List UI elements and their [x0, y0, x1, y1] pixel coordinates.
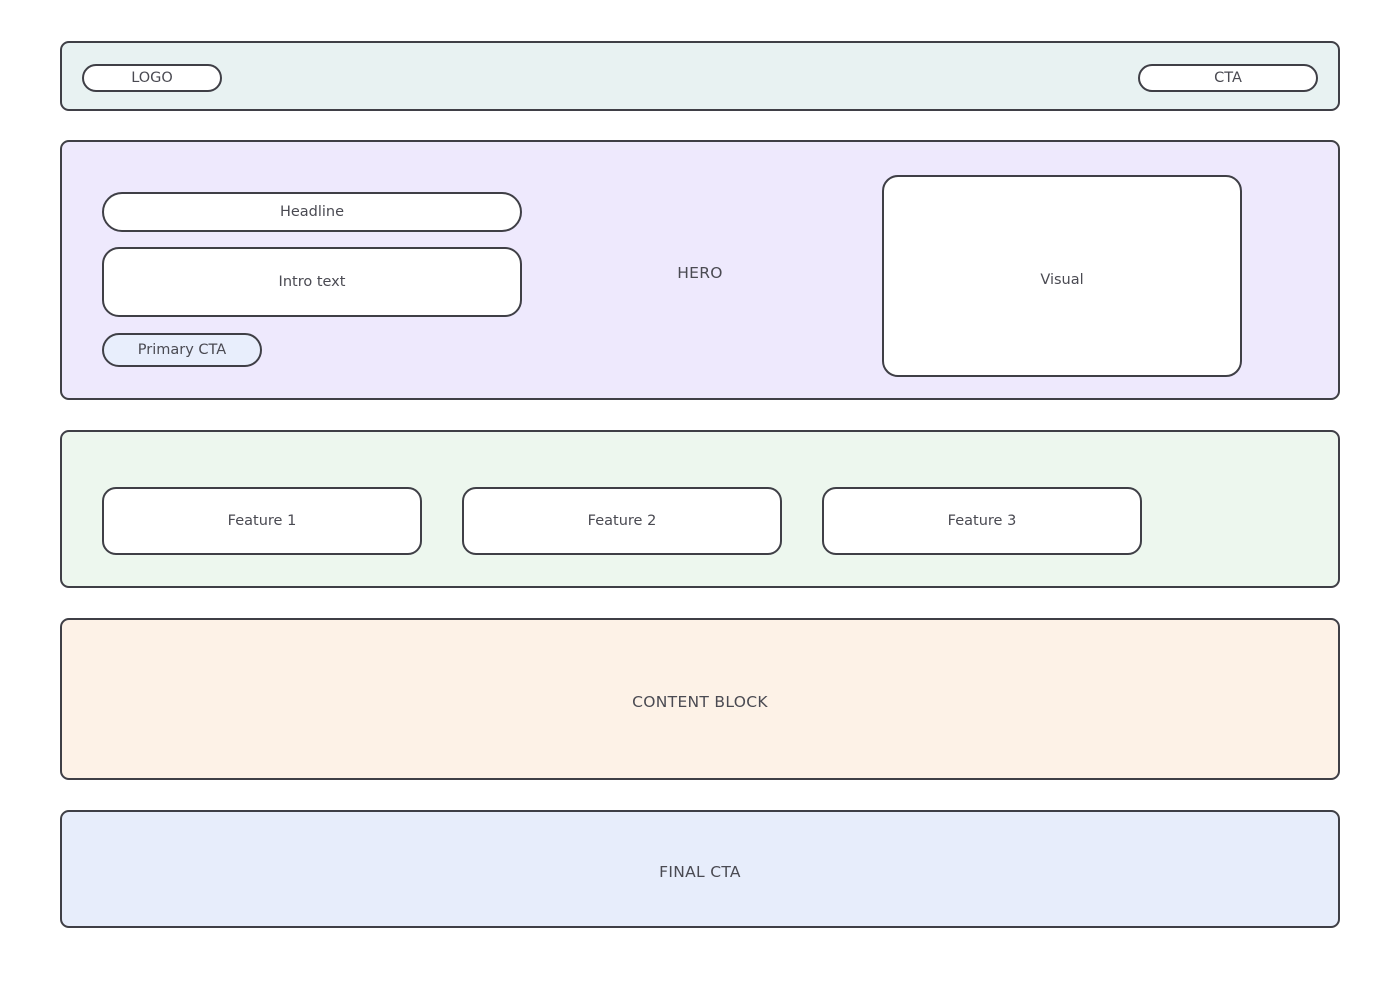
hero-intro-text-placeholder: Intro text: [102, 247, 522, 317]
header-section: LOGO CTA: [60, 41, 1340, 111]
features-section: Feature 1 Feature 2 Feature 3: [60, 430, 1340, 588]
header-cta-button[interactable]: CTA: [1138, 64, 1318, 92]
feature-card[interactable]: Feature 1: [102, 487, 422, 555]
content-block-section: CONTENT BLOCK: [60, 618, 1340, 780]
logo-placeholder[interactable]: LOGO: [82, 64, 222, 92]
feature-card[interactable]: Feature 3: [822, 487, 1142, 555]
feature-card[interactable]: Feature 2: [462, 487, 782, 555]
final-cta-label: FINAL CTA: [659, 863, 741, 881]
hero-visual-placeholder: Visual: [882, 175, 1242, 377]
hero-section: HERO Headline Intro text Primary CTA Vis…: [60, 140, 1340, 400]
hero-headline-placeholder: Headline: [102, 192, 522, 232]
hero-primary-cta-button[interactable]: Primary CTA: [102, 333, 262, 367]
content-block-label: CONTENT BLOCK: [632, 693, 768, 711]
final-cta-section: FINAL CTA: [60, 810, 1340, 928]
